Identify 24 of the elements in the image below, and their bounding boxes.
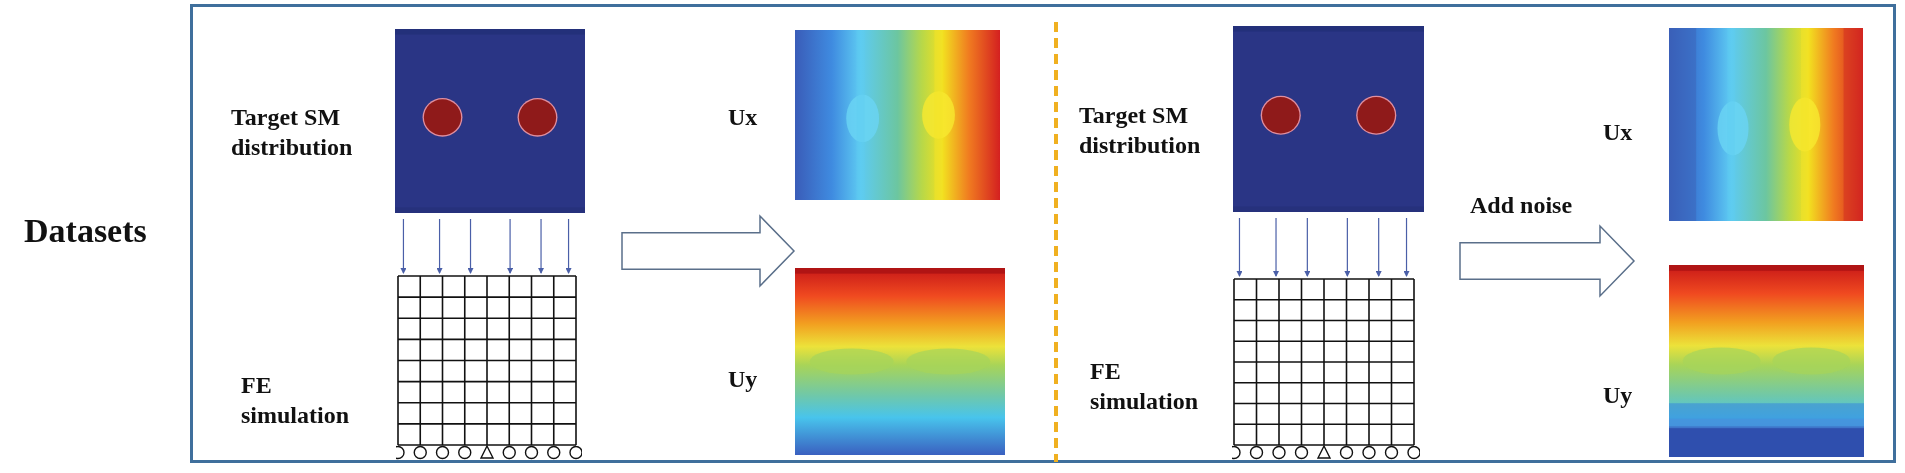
arrow (1375, 217, 1382, 277)
image-label: Ux (728, 103, 759, 132)
block-arrow (621, 214, 796, 288)
section-label: Datasets (24, 211, 147, 251)
image-label: Target SM distribution (231, 103, 354, 162)
arrow (400, 218, 407, 274)
arrow (467, 218, 474, 274)
arrow (538, 218, 545, 274)
image-label: Uy (728, 365, 759, 394)
image-label: Target SM distribution (1079, 101, 1202, 160)
arrow (507, 218, 514, 274)
image-label: Ux (1603, 118, 1634, 147)
image-label: FE simulation (241, 371, 351, 430)
block-arrow (1459, 224, 1636, 298)
arrow (1403, 217, 1410, 277)
arrow (1236, 217, 1243, 277)
arrow (1304, 217, 1311, 277)
arrow (565, 218, 572, 274)
edge-label: Add noise (1470, 191, 1573, 220)
arrow (1344, 217, 1351, 277)
arrow (436, 218, 443, 274)
image-label: FE simulation (1090, 357, 1200, 416)
image-label: Uy (1603, 381, 1634, 410)
arrow (1273, 217, 1279, 277)
